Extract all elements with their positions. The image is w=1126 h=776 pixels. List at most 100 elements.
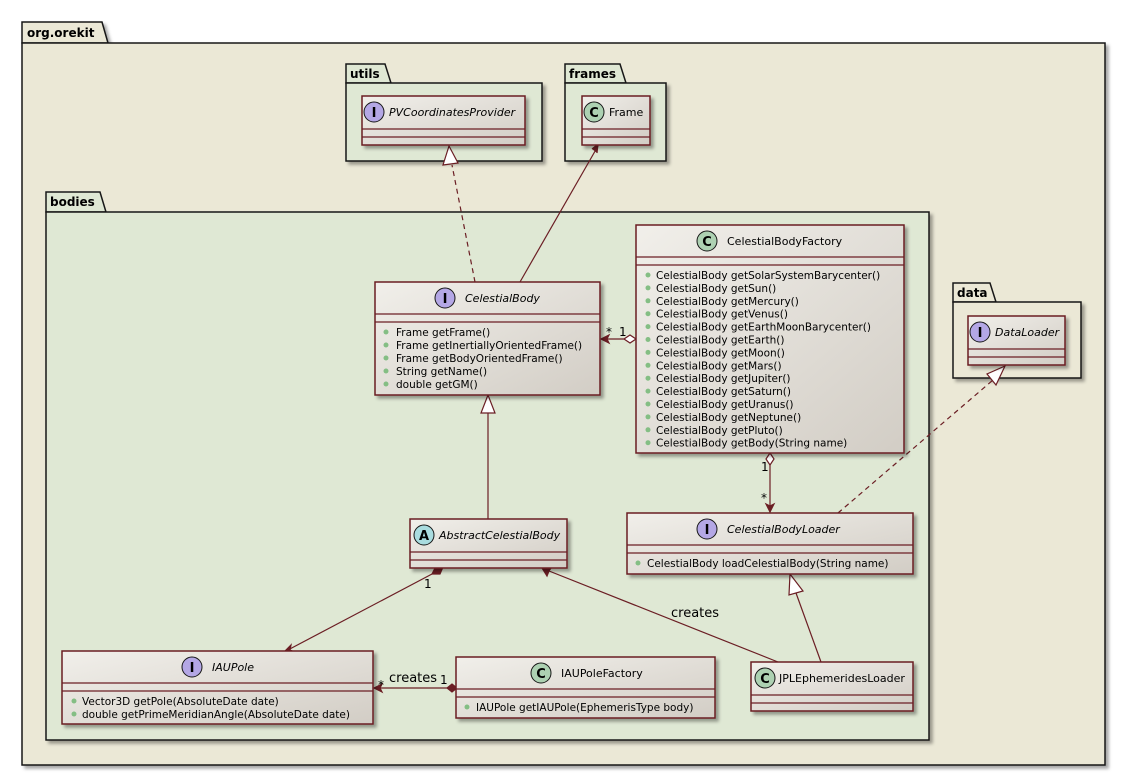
method: CelestialBody getMars(): [656, 360, 782, 372]
interface-icon: [434, 287, 456, 309]
method: CelestialBody getUranus(): [656, 399, 794, 411]
stereotype-glyph: I: [705, 523, 710, 538]
creates-label: creates: [389, 671, 437, 686]
method: CelestialBody getSaturn(): [656, 386, 791, 398]
generalization-abstract-celestialbody: [480, 393, 496, 519]
class-celestialbodyloader[interactable]: I CelestialBodyLoader CelestialBody load…: [626, 512, 914, 575]
stereotype-glyph: I: [190, 661, 195, 676]
class-icon: [530, 662, 552, 684]
method: CelestialBody getEarth(): [656, 335, 784, 347]
class-name: IAUPole: [212, 661, 254, 674]
multiplicity-label: 1: [761, 460, 769, 474]
class-jplephemeridesloader[interactable]: C JPLEphemeridesLoader: [750, 661, 914, 712]
method-visibility-icon: [645, 285, 651, 291]
method: CelestialBody getNeptune(): [656, 412, 801, 424]
method-visibility-icon: [645, 414, 651, 420]
class-celestialbodyfactory[interactable]: C CelestialBodyFactory CelestialBody get…: [635, 224, 905, 454]
composition-iaufactory-iaupole: [372, 682, 458, 694]
method: IAUPole getIAUPole(EphemerisType body): [476, 702, 693, 714]
stereotype-glyph: I: [443, 292, 448, 307]
class-icon: [583, 101, 605, 123]
package-title: frames: [569, 67, 616, 81]
generalization-jpl-loader: [788, 572, 822, 663]
method-visibility-icon: [645, 324, 651, 330]
class-icon: [696, 230, 718, 252]
method-visibility-icon: [645, 311, 651, 317]
method: CelestialBody loadCelestialBody(String n…: [647, 558, 889, 570]
multiplicity-label: 1: [424, 577, 432, 591]
interface-icon: [969, 321, 991, 343]
realization-loader-dataloader: [837, 364, 1007, 514]
stereotype-glyph: I: [372, 106, 377, 121]
method: String getName(): [396, 366, 487, 378]
method: CelestialBody getSun(): [656, 283, 776, 295]
method: CelestialBody getBody(String name): [656, 438, 847, 450]
class-name: PVCoordinatesProvider: [389, 106, 517, 119]
realization-celestialbody-pvcoordinates: [442, 144, 476, 283]
package-title: data: [957, 286, 988, 300]
stereotype-glyph: C: [702, 235, 712, 250]
multiplicity-label: *: [606, 325, 612, 339]
method-visibility-icon: [645, 337, 651, 342]
abstract-icon: [413, 524, 435, 546]
method-visibility-icon: [645, 362, 651, 368]
package-title: bodies: [50, 195, 95, 209]
method: CelestialBody getVenus(): [656, 309, 788, 321]
multiplicity-label: 1: [440, 673, 448, 687]
multiplicity-label: *: [378, 678, 384, 692]
interface-icon: [696, 518, 718, 540]
relationship-labels: * 1 1 * 1 * 1 creates creates: [378, 325, 769, 692]
class-name: Frame: [609, 106, 644, 119]
method: double getPrimeMeridianAngle(AbsoluteDat…: [82, 709, 350, 721]
multiplicity-label: 1: [619, 325, 627, 339]
class-name: AbstractCelestialBody: [438, 529, 561, 542]
method-visibility-icon: [645, 272, 651, 278]
method: Vector3D getPole(AbsoluteDate date): [82, 696, 279, 708]
method: Frame getBodyOrientedFrame(): [396, 353, 563, 365]
method-visibility-icon: [645, 375, 651, 381]
package-title: org.orekit: [27, 26, 95, 40]
method-visibility-icon: [645, 427, 651, 433]
method: Frame getFrame(): [396, 327, 490, 339]
class-name: DataLoader: [995, 326, 1061, 339]
stereotype-glyph: C: [536, 667, 546, 682]
method: CelestialBody getPluto(): [656, 425, 783, 437]
class-name: CelestialBody: [465, 292, 540, 305]
class-icon: [754, 667, 776, 689]
class-dataloader[interactable]: I DataLoader: [967, 315, 1066, 366]
class-celestialbody[interactable]: I CelestialBody Frame getFrame() Frame g…: [374, 281, 601, 396]
method: Frame getInertiallyOrientedFrame(): [396, 340, 582, 352]
class-abstractcelestialbody[interactable]: A AbstractCelestialBody: [409, 518, 568, 569]
creates-label: creates: [671, 606, 719, 621]
package-title: utils: [350, 67, 380, 81]
method-visibility-icon: [645, 440, 651, 446]
method: CelestialBody getJupiter(): [656, 373, 791, 385]
interface-icon: [181, 656, 203, 678]
class-name: CelestialBodyLoader: [727, 523, 841, 536]
method: CelestialBody getMoon(): [656, 347, 785, 359]
class-pvcoordinatesprovider[interactable]: I PVCoordinatesProvider: [361, 95, 526, 146]
method-list: CelestialBody getSolarSystemBarycenter()…: [645, 270, 880, 450]
method: CelestialBody getEarthMoonBarycenter(): [656, 322, 871, 334]
method-list: Frame getFrame() Frame getInertiallyOrie…: [383, 327, 582, 391]
method: CelestialBody getMercury(): [656, 296, 799, 308]
aggregation-factory-celestialbody: [599, 333, 638, 345]
class-name: JPLEphemeridesLoader: [778, 672, 905, 685]
class-name: IAUPoleFactory: [561, 667, 643, 680]
method-visibility-icon: [645, 388, 651, 394]
multiplicity-label: *: [761, 491, 767, 505]
class-iaupolefactory[interactable]: C IAUPoleFactory IAUPole getIAUPole(Ephe…: [455, 656, 716, 719]
stereotype-glyph: C: [589, 106, 599, 121]
stereotype-glyph: C: [760, 672, 770, 687]
method: double getGM(): [396, 379, 478, 391]
class-frame[interactable]: C Frame: [581, 95, 651, 146]
method-visibility-icon: [645, 401, 651, 407]
stereotype-glyph: I: [978, 326, 983, 341]
interface-icon: [363, 101, 385, 123]
stereotype-glyph: A: [419, 529, 429, 544]
method: CelestialBody getSolarSystemBarycenter(): [656, 270, 880, 282]
class-name: CelestialBodyFactory: [727, 235, 843, 248]
aggregation-factory-loader: [764, 451, 776, 514]
class-iaupole[interactable]: I IAUPole Vector3D getPole(AbsoluteDate …: [61, 650, 374, 725]
